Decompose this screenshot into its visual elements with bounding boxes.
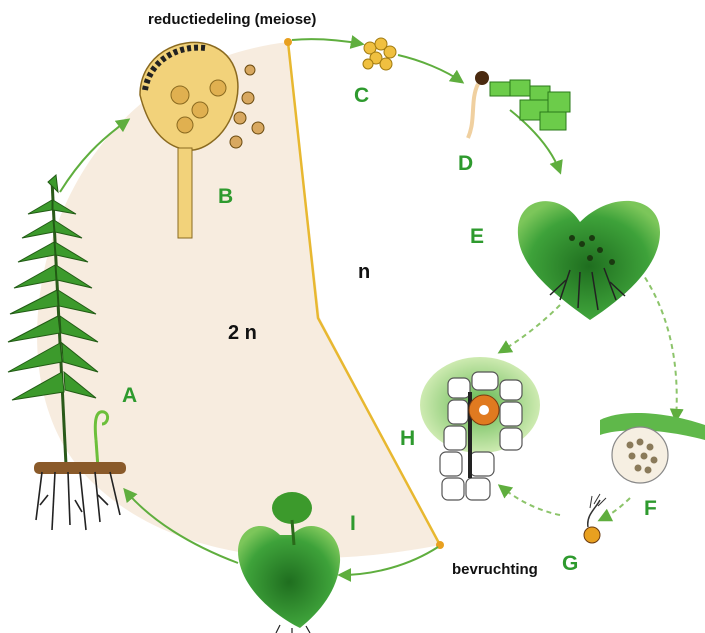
arrow-e-to-h — [500, 305, 560, 352]
stage-label-a: A — [122, 384, 137, 407]
stage-label-f: F — [644, 497, 657, 520]
stage-label-g: G — [562, 552, 578, 575]
arrow-g-to-h — [500, 486, 560, 515]
stage-label-h: H — [400, 427, 415, 450]
meiosis-point — [284, 38, 292, 46]
stage-label-e: E — [470, 225, 484, 248]
archegonium-illustration — [420, 357, 540, 500]
antheridium-illustration — [600, 413, 705, 483]
stage-label-c: C — [354, 84, 369, 107]
stage-label-b: B — [218, 185, 233, 208]
spore-cluster-illustration — [363, 38, 396, 70]
stage-label-d: D — [458, 152, 473, 175]
diploid-label: 2 n — [228, 322, 257, 344]
arrow-f-to-g — [600, 498, 630, 520]
fertilization-label: bevruchting — [452, 561, 538, 578]
meiosis-label: reductiedeling (meiose) — [148, 11, 316, 28]
arrow-meiosis-to-c — [292, 39, 362, 44]
prothallus-illustration — [518, 201, 660, 320]
germinating-spore-illustration — [468, 71, 570, 138]
arrow-e-to-f — [640, 270, 677, 420]
stage-label-i: I — [350, 512, 356, 535]
arrow-c-to-d — [398, 55, 462, 82]
sperm-cell-illustration — [584, 494, 606, 543]
haploid-label: n — [358, 261, 370, 283]
